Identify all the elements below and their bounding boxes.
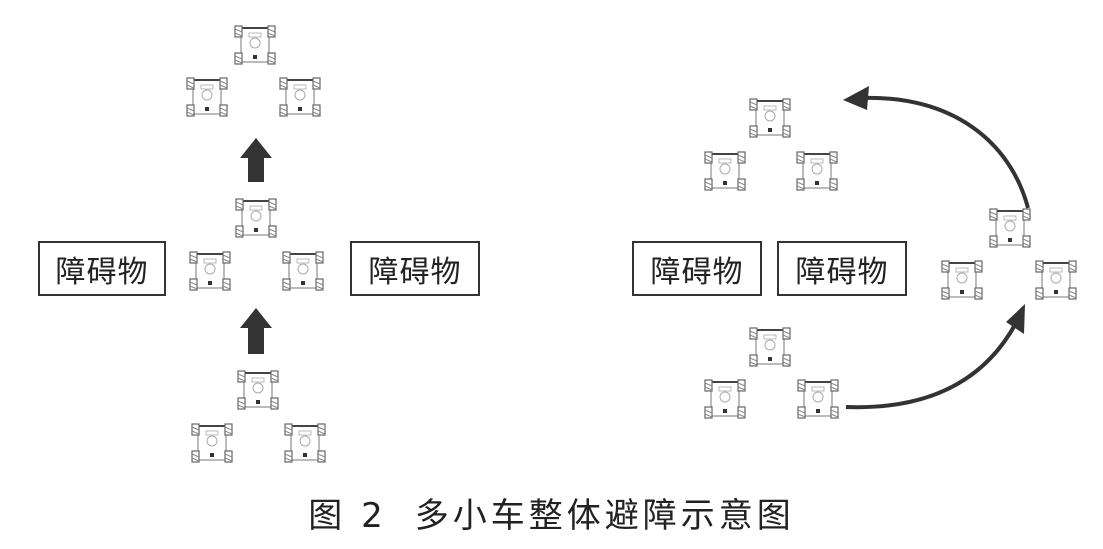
- robot-car: [282, 251, 324, 291]
- robot-car: [796, 151, 838, 191]
- robot-car: [186, 77, 228, 117]
- robot-car: [704, 379, 746, 419]
- obstacle-label: 障碍物: [795, 254, 889, 290]
- robot-car: [749, 98, 791, 138]
- robot-car: [1035, 260, 1077, 300]
- figure-number: 图 2: [308, 496, 387, 536]
- robot-car: [235, 198, 277, 238]
- robot-car: [191, 423, 233, 463]
- obstacle-label: 障碍物: [368, 254, 462, 290]
- robot-car: [941, 260, 983, 300]
- arrowhead-icon: [843, 86, 869, 110]
- obstacle-left-1: 障碍物: [38, 241, 166, 296]
- figure-caption: 图 2 多小车整体避障示意图: [0, 488, 1103, 537]
- obstacle-label: 障碍物: [650, 254, 744, 290]
- obstacle-right-1: 障碍物: [632, 241, 762, 296]
- robot-car: [704, 151, 746, 191]
- car-formation-left-middle: [189, 198, 324, 291]
- robot-car: [749, 327, 791, 367]
- obstacle-right-2: 障碍物: [777, 241, 907, 296]
- robot-car: [189, 251, 231, 291]
- obstacle-left-2: 障碍物: [350, 241, 480, 296]
- up-arrow-icon: [240, 138, 272, 182]
- obstacle-label: 障碍物: [55, 254, 149, 290]
- curved-arrow-icon: [845, 322, 1018, 410]
- figure-title: 多小车整体避障示意图: [414, 496, 795, 536]
- robot-car: [279, 77, 321, 117]
- car-formation-left-bottom: [191, 370, 326, 463]
- robot-car: [237, 370, 279, 410]
- robot-car: [284, 423, 326, 463]
- robot-car: [989, 208, 1031, 248]
- car-formation-left-top: [186, 25, 321, 117]
- robot-car: [234, 25, 276, 65]
- car-formation-right-bottom: [704, 327, 839, 419]
- arrowhead-icon: [1006, 304, 1025, 334]
- car-formation-right-top: [704, 98, 838, 191]
- up-arrow-icon: [240, 308, 272, 354]
- car-formation-right-side: [941, 208, 1077, 300]
- robot-car: [797, 379, 839, 419]
- curved-arrow-icon: [861, 95, 1030, 209]
